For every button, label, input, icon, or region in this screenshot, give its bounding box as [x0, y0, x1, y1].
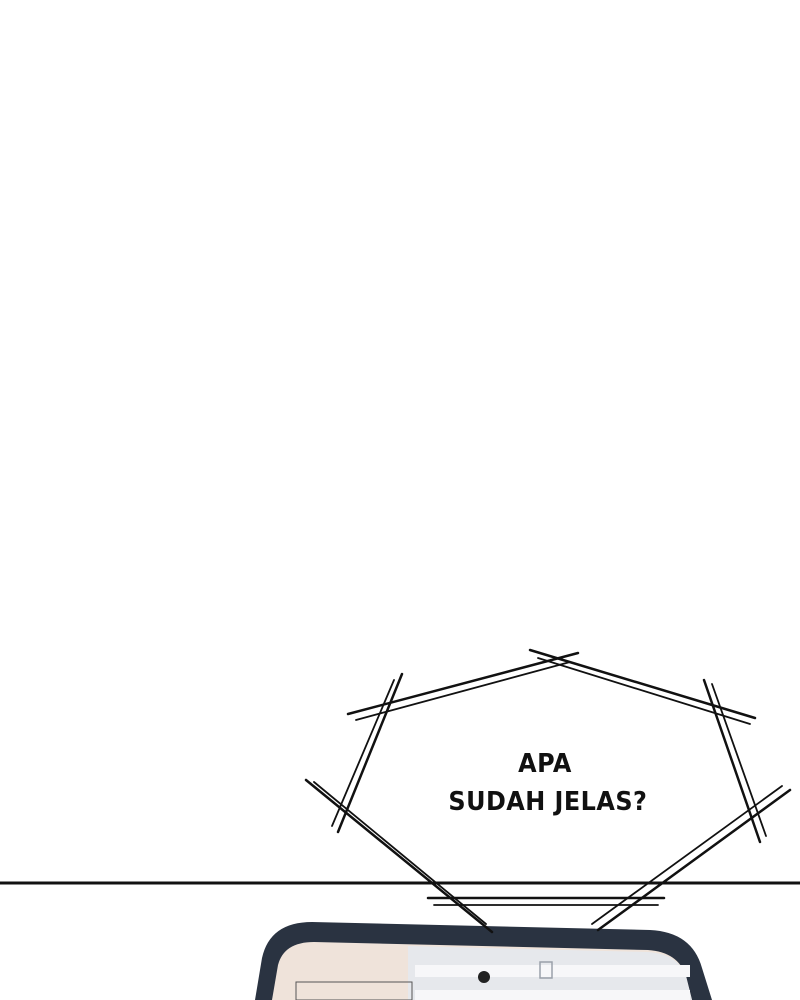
device [255, 922, 712, 1000]
speech-bubble-outline [304, 648, 792, 934]
screen-box [295, 981, 413, 1000]
speech-bubble-line-2: SUDAH JELAS? [448, 787, 648, 817]
screen-dot [478, 971, 490, 983]
screen-clip [539, 961, 553, 979]
speech-bubble-text: APA SUDAH JELAS? [448, 745, 648, 821]
screen-bar-bottom [415, 990, 690, 1000]
speech-bubble-line-1: APA [518, 749, 572, 779]
